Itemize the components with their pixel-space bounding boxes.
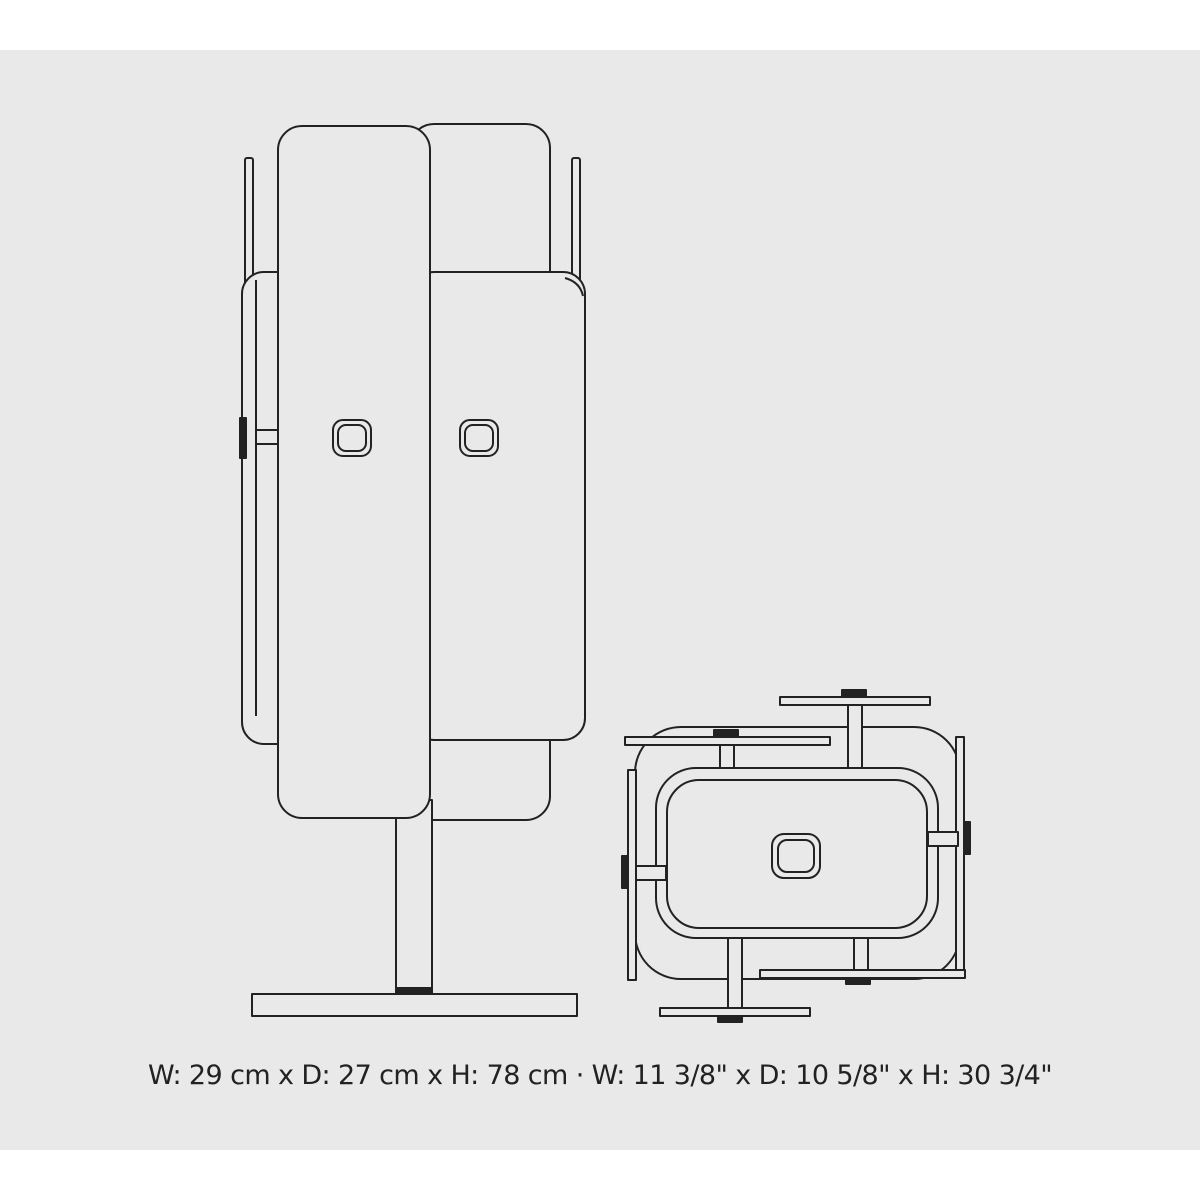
base-plate [251, 993, 578, 1017]
plan-center-knob-inner [777, 839, 815, 873]
plan-bottom-bar-lower [659, 1007, 811, 1017]
plan-right-connector [927, 831, 959, 847]
product-sheet-panel: W: 29 cm x D: 27 cm x H: 78 cm · W: 11 3… [0, 50, 1200, 1150]
right-shade-fold [564, 277, 584, 297]
plan-top-bar-upper-knob [841, 689, 867, 698]
left-hinge-clip [239, 417, 247, 459]
lamp-stem [395, 799, 433, 997]
dimensions-caption: W: 29 cm x D: 27 cm x H: 78 cm · W: 11 3… [147, 1060, 1053, 1091]
plan-top-bar-upper [779, 696, 931, 706]
plan-right-clip [963, 821, 971, 855]
front-shade-panel [277, 125, 431, 819]
left-hinge-connector [255, 429, 279, 445]
technical-drawing [239, 123, 971, 1023]
plan-post-bottom-right [853, 937, 869, 971]
stem-base-joint [395, 987, 433, 995]
front-handle-knob-inner [337, 424, 367, 452]
plan-bottom-bar-upper-knob [845, 977, 871, 985]
plan-post-bottom-left [727, 937, 743, 1009]
front-elevation-view [239, 123, 586, 1017]
right-handle-knob-inner [464, 424, 494, 452]
plan-left-clip [621, 855, 629, 889]
plan-bottom-bar-lower-knob [717, 1015, 743, 1023]
plan-left-fin [627, 769, 637, 981]
right-shade-panel [411, 271, 586, 741]
plan-top-bar-lower [624, 736, 831, 746]
right-outer-fin [571, 157, 581, 289]
plan-bottom-bar-upper [759, 969, 966, 979]
plan-top-bar-lower-knob [713, 729, 739, 738]
plan-left-connector [635, 865, 667, 881]
plan-post-top-right [847, 704, 863, 774]
top-plan-view [621, 689, 971, 1023]
plan-right-fin [955, 736, 965, 973]
